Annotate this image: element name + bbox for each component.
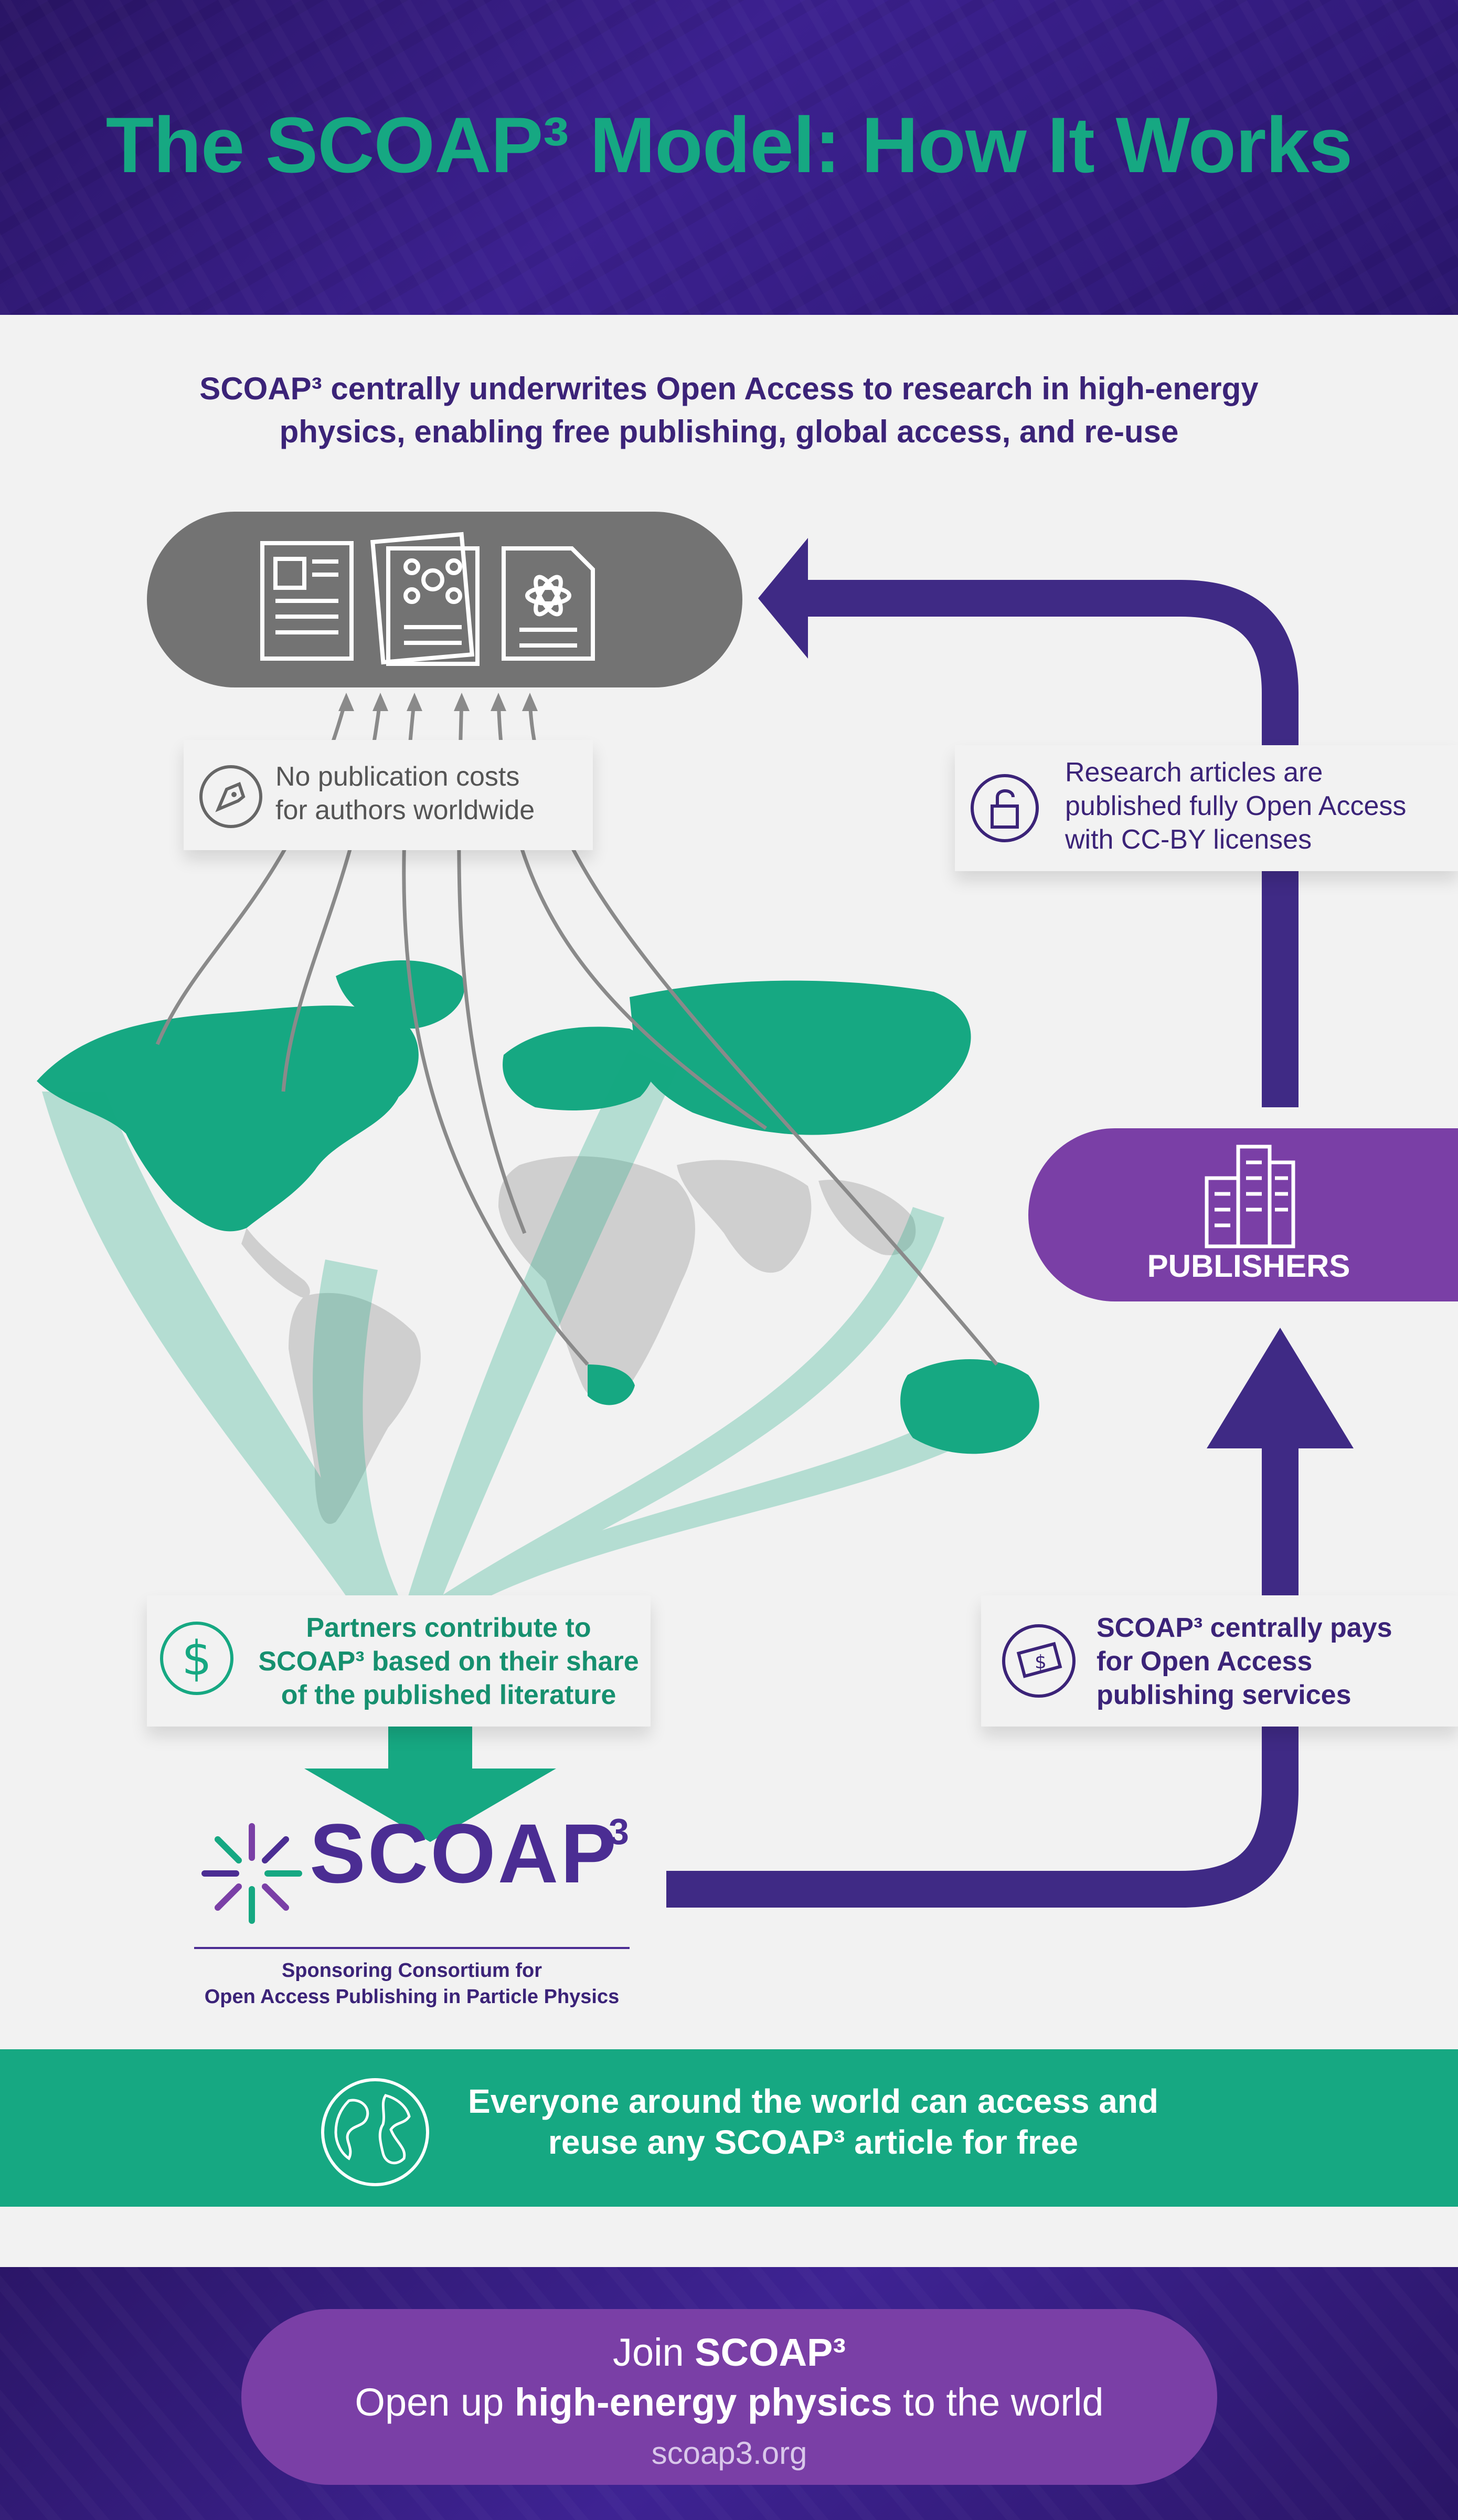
cta-join-text: Join: [612, 2331, 695, 2374]
unlocked-padlock-icon: [971, 774, 1039, 842]
no-costs-line-1: No publication costs: [275, 761, 520, 792]
map-se-asia: [818, 1180, 916, 1255]
brand-superscript: 3: [609, 1811, 629, 1852]
callout-open-access: Research articles are published fully Op…: [955, 745, 1458, 871]
callout-no-costs: No publication costs for authors worldwi…: [184, 740, 593, 850]
map-central-america: [241, 1228, 310, 1298]
pen-nib-icon: [199, 765, 262, 828]
access-line-1: Everyone around the world can access and: [468, 2082, 1158, 2120]
map-north-america: [37, 1005, 419, 1232]
research-articles-pill: [147, 512, 742, 687]
dollar-coin-icon: $: [160, 1622, 233, 1695]
open-access-line-2: published fully Open Access: [1065, 791, 1407, 821]
map-australia: [900, 1359, 1039, 1454]
open-access-line-3: with CC-BY licenses: [1065, 824, 1312, 855]
globe-icon: [317, 2074, 433, 2190]
access-line-2: reuse any SCOAP³ article for free: [548, 2123, 1079, 2161]
partners-line-1: Partners contribute to: [306, 1613, 591, 1643]
author-arrowheads: [338, 693, 538, 711]
scoap3-emblem-icon: [201, 1823, 302, 1924]
page-title: The SCOAP³ Model: How It Works: [105, 101, 1353, 189]
brand-subtitle-line-1: Sponsoring Consortium for: [281, 1960, 542, 1982]
arrow-left-to-docs: [758, 538, 808, 659]
open-access-line-1: Research articles are: [1065, 757, 1323, 788]
callout-pays: $ SCOAP³ centrally pays for Open Access …: [981, 1595, 1458, 1727]
cta-join-brand: SCOAP³: [695, 2331, 846, 2374]
svg-text:$: $: [1035, 1651, 1047, 1673]
brand-wordmark: SCOAP: [310, 1806, 619, 1900]
cta-open-text: Open up: [355, 2380, 515, 2424]
pays-line-3: publishing services: [1097, 1680, 1351, 1710]
partners-line-3: of the published literature: [281, 1680, 616, 1710]
map-greenland: [336, 960, 465, 1029]
cycle-arrows: [666, 580, 1299, 1908]
header-banner: [0, 0, 1458, 315]
cta-line-open: Open up high-energy physics to the world: [241, 2380, 1217, 2424]
map-south-africa: [588, 1364, 635, 1405]
no-costs-line-2: for authors worldwide: [275, 795, 535, 825]
green-down-arrow: [304, 1616, 556, 1842]
partners-line-2: SCOAP³ based on their share: [258, 1646, 639, 1677]
access-text: Everyone around the world can access and…: [367, 2081, 1259, 2163]
pays-line-2: for Open Access: [1097, 1646, 1313, 1677]
pays-line-1: SCOAP³ centrally pays: [1097, 1613, 1392, 1643]
brand-subtitle-line-2: Open Access Publishing in Particle Physi…: [204, 1986, 620, 2008]
intro-line-2: physics, enabling free publishing, globa…: [279, 414, 1179, 449]
map-europe: [503, 1026, 655, 1110]
map-south-america: [289, 1293, 421, 1524]
cta-open-bold: high-energy physics: [514, 2380, 892, 2424]
callout-partners: $ Partners contribute to SCOAP³ based on…: [147, 1595, 651, 1727]
contribution-flows: [42, 1050, 955, 1627]
cta-open-end: to the world: [892, 2380, 1104, 2424]
arrow-up-to-publishers: [1207, 1328, 1354, 1448]
intro-text: SCOAP³ centrally underwrites Open Access…: [105, 367, 1353, 453]
cta-line-join: Join SCOAP³: [241, 2330, 1217, 2375]
brand-divider: [194, 1947, 630, 1949]
documents-icon: [260, 532, 595, 666]
publishers-label: PUBLISHERS: [1147, 1248, 1350, 1284]
map-middle-east-india: [677, 1160, 812, 1273]
office-buildings-icon: [1205, 1145, 1295, 1248]
world-map: [37, 960, 1039, 1524]
map-russia-asia: [630, 980, 971, 1135]
join-cta[interactable]: Join SCOAP³ Open up high-energy physics …: [241, 2309, 1217, 2485]
map-africa: [498, 1156, 695, 1401]
brand-subtitle: Sponsoring Consortium for Open Access Pu…: [184, 1957, 640, 2010]
intro-line-1: SCOAP³ centrally underwrites Open Access…: [199, 371, 1259, 406]
access-band: Everyone around the world can access and…: [0, 2049, 1458, 2207]
cta-url-link[interactable]: scoap3.org: [651, 2436, 807, 2471]
money-hand-icon: $: [1002, 1624, 1076, 1698]
publishers-pill: PUBLISHERS: [1028, 1128, 1458, 1301]
